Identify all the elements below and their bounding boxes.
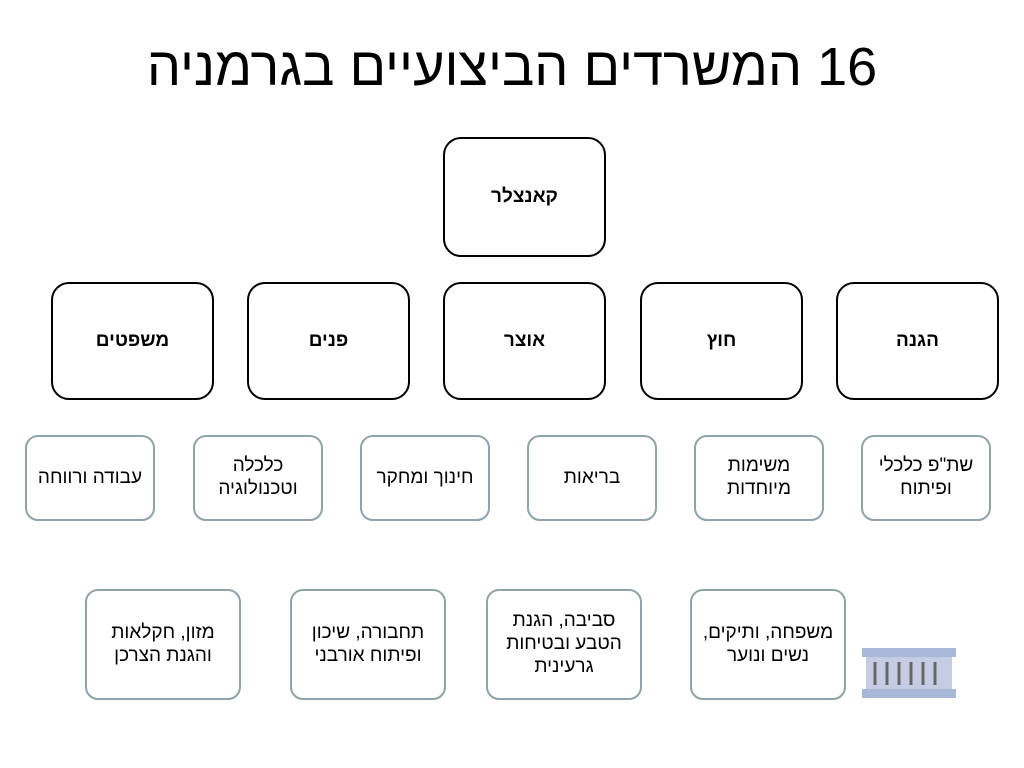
office-label: בריאות: [563, 466, 621, 488]
office-box-health: בריאות: [527, 435, 657, 521]
office-label: עבודה ורווחה: [37, 466, 143, 488]
ministry-box-defense: הגנה: [836, 282, 999, 400]
page-title: 16 המשרדים הביצועיים בגרמניה: [146, 37, 878, 97]
office-box-education: חינוך ומחקר: [360, 435, 490, 521]
ministry-label: פנים: [308, 330, 349, 351]
ministry-box-finance: אוצר: [443, 282, 606, 400]
office-label: סביבה, הגנת הטבע ובטיחות גרעינית: [506, 610, 622, 677]
ministry-label: משפטים: [95, 330, 170, 351]
office-label: משימות מיוחדות: [726, 455, 792, 499]
chancellor-box: קאנצלר: [443, 137, 606, 257]
office-box-labor: עבודה ורווחה: [25, 435, 155, 521]
government-building-icon: [862, 648, 956, 698]
office-box-special-tasks: משימות מיוחדות: [694, 435, 824, 521]
office-box-development: שת"פ כלכלי ופיתוח: [861, 435, 991, 521]
office-box-family: משפחה, ותיקים, נשים ונוער: [690, 589, 846, 700]
office-label: כלכלה וטכנולוגיה: [218, 455, 298, 499]
office-label: משפחה, ותיקים, נשים ונוער: [702, 621, 834, 666]
office-label: שת"פ כלכלי ופיתוח: [878, 455, 974, 499]
office-label: מזון, חקלאות והגנת הצרכן: [111, 621, 215, 666]
ministry-label: הגנה: [896, 330, 939, 351]
chancellor-label: קאנצלר: [491, 186, 558, 207]
office-box-transport: תחבורה, שיכון ופיתוח אורבני: [290, 589, 446, 700]
office-box-food: מזון, חקלאות והגנת הצרכן: [85, 589, 241, 700]
ministry-label: חוץ: [706, 330, 737, 351]
office-box-economy: כלכלה וטכנולוגיה: [193, 435, 323, 521]
ministry-box-interior: פנים: [247, 282, 410, 400]
ministry-box-foreign: חוץ: [640, 282, 803, 400]
office-label: חינוך ומחקר: [376, 466, 474, 488]
office-label: תחבורה, שיכון ופיתוח אורבני: [311, 621, 425, 666]
ministry-box-justice: משפטים: [51, 282, 214, 400]
ministry-label: אוצר: [503, 330, 546, 351]
office-box-environment: סביבה, הגנת הטבע ובטיחות גרעינית: [486, 589, 642, 700]
